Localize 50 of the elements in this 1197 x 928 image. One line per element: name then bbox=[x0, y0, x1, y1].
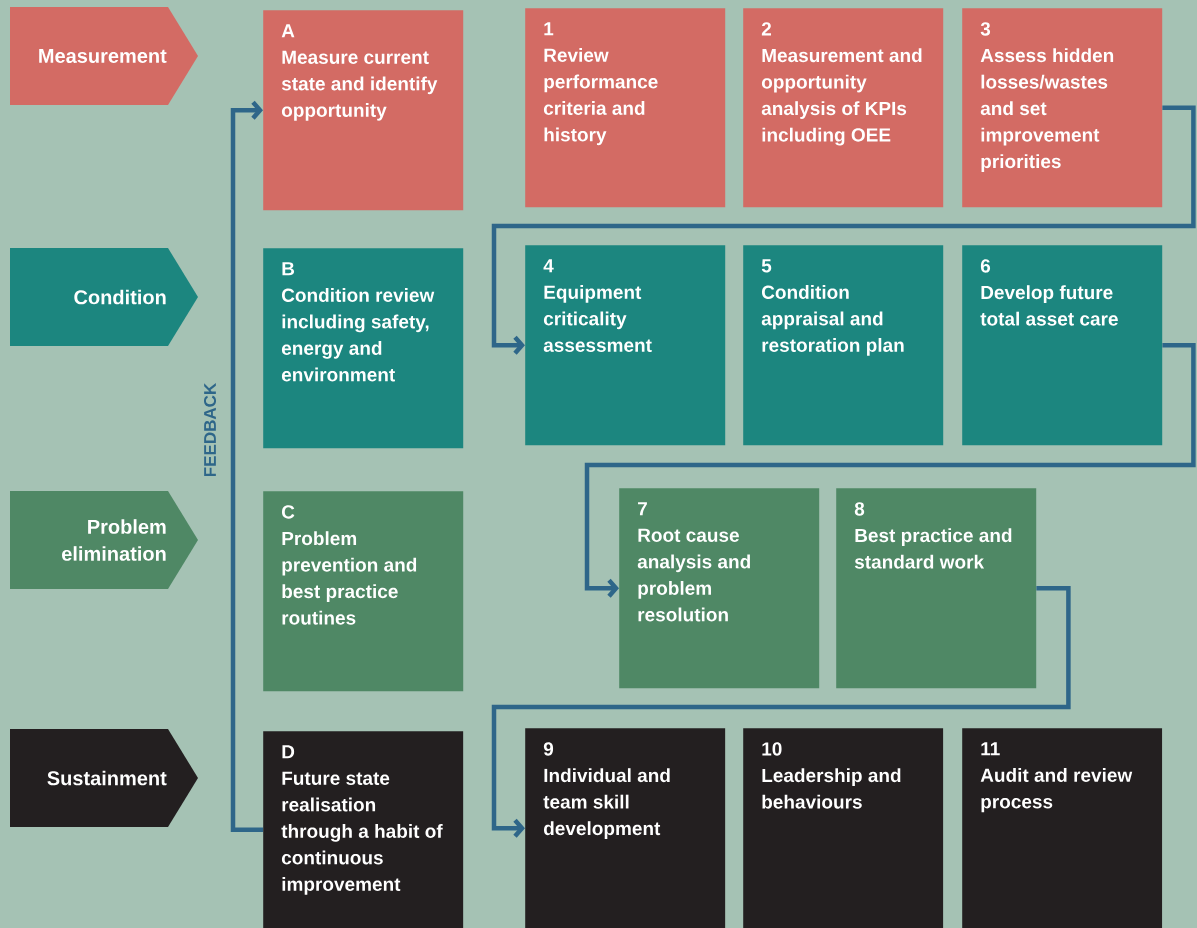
step-box bbox=[962, 8, 1163, 208]
step-description: Measurement and opportunity analysis of KPIs including OEE bbox=[761, 48, 922, 146]
step-box bbox=[962, 245, 1163, 446]
step-description: Leadership and behaviours bbox=[762, 768, 901, 809]
arrow bbox=[584, 342, 1196, 598]
step-box bbox=[743, 245, 944, 446]
step-label: 10 bbox=[762, 742, 782, 756]
step-description: Review performance criteria and history bbox=[543, 48, 658, 146]
step-box bbox=[619, 488, 820, 689]
step-description: Individual and team skill development bbox=[543, 768, 670, 839]
step-box bbox=[962, 728, 1163, 928]
arrow bbox=[230, 100, 263, 832]
step-label: 2 bbox=[761, 22, 771, 36]
step-description: Equipment criticality assessment bbox=[543, 285, 652, 352]
arrow bbox=[491, 585, 1071, 838]
step-description: Problem prevention and best practice routines bbox=[282, 531, 417, 625]
step-description: Develop future total asset care bbox=[980, 285, 1118, 326]
step-label: 4 bbox=[543, 259, 554, 273]
step-box bbox=[263, 491, 464, 692]
step-box bbox=[743, 728, 944, 928]
step-box bbox=[525, 245, 726, 446]
step-box bbox=[263, 248, 464, 449]
step-label: 6 bbox=[980, 259, 991, 273]
step-label: 5 bbox=[761, 259, 772, 273]
step-label: 3 bbox=[980, 22, 991, 36]
step-description: Audit and review process bbox=[980, 768, 1133, 813]
step-box bbox=[743, 8, 944, 208]
step-description: Measure current state and identify opportunity bbox=[281, 50, 438, 121]
step-label: 1 bbox=[544, 22, 554, 36]
step-box bbox=[525, 8, 726, 208]
step-label: D bbox=[282, 745, 295, 759]
step-description: Best practice and standard work bbox=[854, 528, 1012, 569]
edge-label: FEEDBACK bbox=[204, 382, 217, 477]
step-description: Root cause analysis and problem resolution bbox=[637, 528, 750, 622]
step-label: 8 bbox=[854, 502, 865, 516]
step-box bbox=[263, 731, 464, 928]
step-box bbox=[525, 728, 726, 928]
step-label: 11 bbox=[981, 742, 1000, 756]
step-label: C bbox=[282, 505, 295, 519]
step-box bbox=[836, 488, 1037, 689]
step-description: Future state realisation through a habit of continuous improvement bbox=[281, 771, 443, 895]
arrow bbox=[491, 105, 1196, 355]
step-label: B bbox=[282, 262, 295, 276]
step-label: 9 bbox=[543, 742, 554, 756]
step-label: 7 bbox=[638, 502, 647, 516]
step-box bbox=[263, 10, 464, 211]
step-description: Condition review including safety, energy and environment bbox=[281, 288, 435, 382]
step-label: A bbox=[281, 24, 295, 38]
step-description: Assess hidden losses/wastes and set improvement priorities bbox=[980, 48, 1114, 172]
step-description: Condition appraisal and restoration plan bbox=[761, 285, 904, 356]
